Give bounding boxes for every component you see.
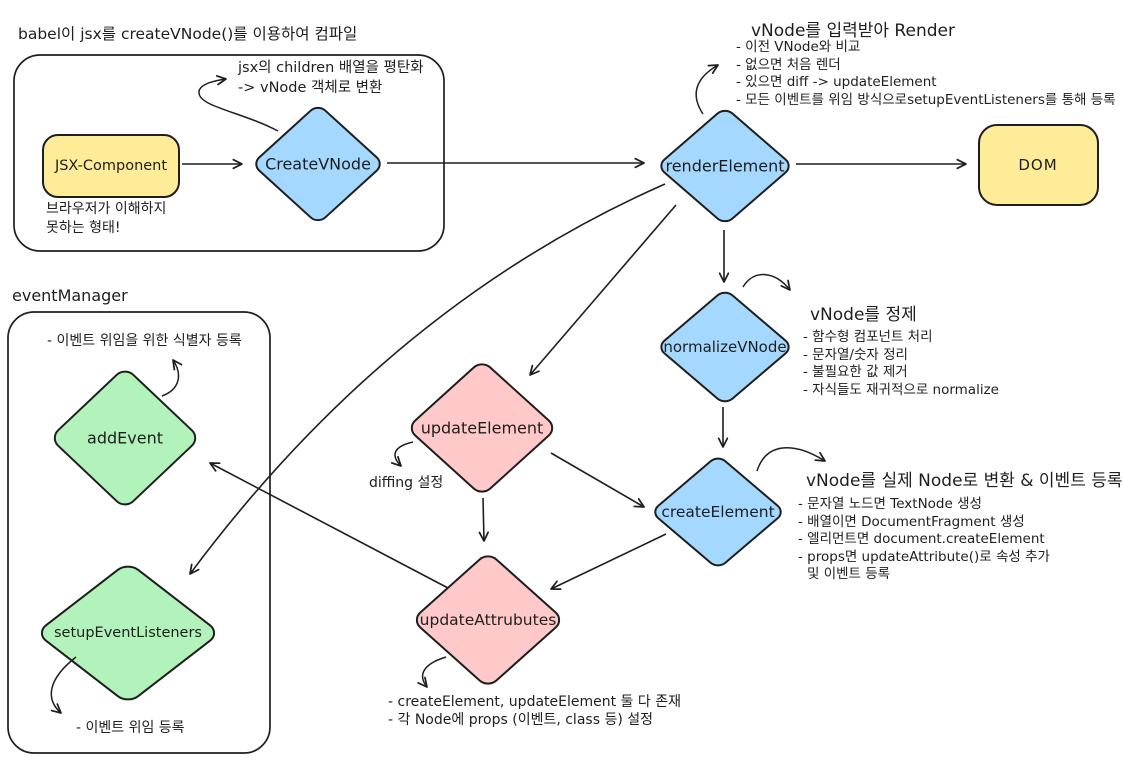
- update-attributes-bullet: - createElement, updateElement 둘 다 존재: [388, 694, 681, 710]
- normalize-vnode-label: normalizeVNode: [663, 338, 787, 356]
- create-vnode-label: CreateVNode: [265, 154, 371, 174]
- add-event-label: addEvent: [87, 428, 163, 448]
- create-element-bullet: - 문자열 노드면 TextNode 생성: [798, 496, 982, 512]
- event-manager-container[interactable]: [7, 311, 271, 754]
- update-attributes-bullets: - createElement, updateElement 둘 다 존재 - …: [388, 694, 681, 729]
- normalize-bullet: - 함수형 컴포넌트 처리: [803, 329, 933, 345]
- dom-label: DOM: [1018, 156, 1058, 174]
- arrow-updateattributes-to-note: [417, 656, 447, 688]
- create-element-section-title: vNode를 실제 Node로 변환 & 이벤트 등록: [806, 471, 1123, 491]
- babel-group-container[interactable]: [13, 54, 445, 252]
- update-element-diamond[interactable]: [407, 360, 557, 496]
- create-element-bullet: - 배열이면 DocumentFragment 생성: [798, 513, 1025, 530]
- update-element-label: updateElement: [420, 418, 544, 438]
- arrow-renderelement-to-setupeventlisteners: [189, 183, 666, 575]
- create-element-section-bullets: - 문자열 노드면 TextNode 생성 - 배열이면 DocumentFra…: [798, 496, 1050, 584]
- render-bullet: - 없으면 처음 렌더: [736, 56, 841, 73]
- update-attributes-diamond[interactable]: [412, 552, 564, 688]
- add-event-diamond[interactable]: [50, 367, 200, 509]
- jsx-component-box[interactable]: [42, 134, 180, 198]
- diffing-note: diffing 설정: [369, 475, 444, 491]
- render-section-title: vNode를 입력받아 Render: [751, 21, 955, 41]
- event-manager-title: eventManager: [12, 286, 128, 305]
- jsx-warning-note: 브라우저가 이해하지 못하는 형태!: [46, 200, 166, 238]
- jsx-component-label: JSX-Component: [54, 158, 168, 174]
- arrow-normalizevnode-to-normalize-note: [742, 273, 791, 291]
- render-bullet: - 있으면 diff -> updateElement: [736, 74, 937, 90]
- add-event-note: - 이벤트 위임을 위한 식별자 등록: [47, 333, 242, 349]
- flatten-note: jsx의 children 배열을 평탄화 -> vNode 객체로 변환: [238, 58, 424, 98]
- normalize-section-bullets: - 함수형 컴포넌트 처리 - 문자열/숫자 정리 - 불필요한 값 제거 - …: [803, 329, 999, 399]
- arrow-renderelement-to-render-note: [695, 64, 719, 115]
- jsx-warning-line1: 브라우저가 이해하지: [46, 201, 167, 217]
- setup-event-listeners-note: - 이벤트 위임 등록: [76, 720, 185, 736]
- normalize-vnode-diamond[interactable]: [657, 289, 793, 405]
- normalize-section-title: vNode를 정제: [810, 305, 917, 325]
- arrow-setupeventlisteners-to-note: [50, 656, 77, 714]
- arrow-renderelement-to-updateelement: [529, 204, 677, 376]
- create-element-bullet: 및 이벤트 등록: [807, 566, 891, 582]
- arrow-updateelement-to-updateattributes: [478, 497, 489, 542]
- arrow-updateelement-to-createelement: [550, 452, 645, 508]
- normalize-bullet: - 문자열/숫자 정리: [803, 346, 908, 363]
- dom-box[interactable]: [978, 124, 1099, 206]
- arrow-updateelement-to-diffing-note: [390, 441, 414, 467]
- create-element-bullet: - props면 updateAttribute()로 속성 추가: [798, 548, 1050, 565]
- flatten-note-line2: -> vNode 객체로 변환: [238, 80, 383, 96]
- create-element-bullet: - 엘리먼트면 document.createElement: [798, 531, 1045, 547]
- jsx-warning-line2: 못하는 형태!: [46, 220, 121, 236]
- setup-event-listeners-label: setupEventListeners: [54, 625, 202, 641]
- render-element-label: renderElement: [665, 156, 785, 176]
- render-bullet: - 모든 이벤트를 위임 방식으로setupEventListeners를 통해…: [736, 91, 1116, 108]
- render-bullet: - 이전 VNode와 비교: [736, 39, 861, 55]
- create-element-label: createElement: [661, 503, 775, 521]
- flatten-note-line1: jsx의 children 배열을 평탄화: [238, 60, 424, 76]
- normalize-bullet: - 불필요한 값 제거: [803, 364, 908, 380]
- normalize-bullet: - 자식들도 재귀적으로 normalize: [803, 381, 999, 398]
- update-attributes-bullet: - 각 Node에 props (이벤트, class 등) 설정: [388, 711, 653, 728]
- render-element-diamond[interactable]: [657, 107, 793, 225]
- arrow-createelement-to-updateattributes: [550, 533, 667, 591]
- arrow-createvnode-to-flatten-note: [198, 75, 279, 132]
- arrow-addevent-to-note: [161, 359, 183, 397]
- arrow-updateattributes-to-addevent: [209, 462, 449, 589]
- create-element-diamond[interactable]: [651, 455, 785, 569]
- babel-group-title: babel이 jsx를 createVNode()를 이용하여 컴파일: [18, 25, 358, 43]
- setup-event-listeners-diamond[interactable]: [36, 562, 220, 704]
- update-attributes-label: updateAttrubutes: [419, 611, 557, 629]
- arrow-createelement-to-create-note: [756, 447, 826, 472]
- render-section-bullets: - 이전 VNode와 비교 - 없으면 처음 렌더 - 있으면 diff ->…: [736, 39, 1116, 109]
- create-vnode-diamond[interactable]: [252, 104, 384, 224]
